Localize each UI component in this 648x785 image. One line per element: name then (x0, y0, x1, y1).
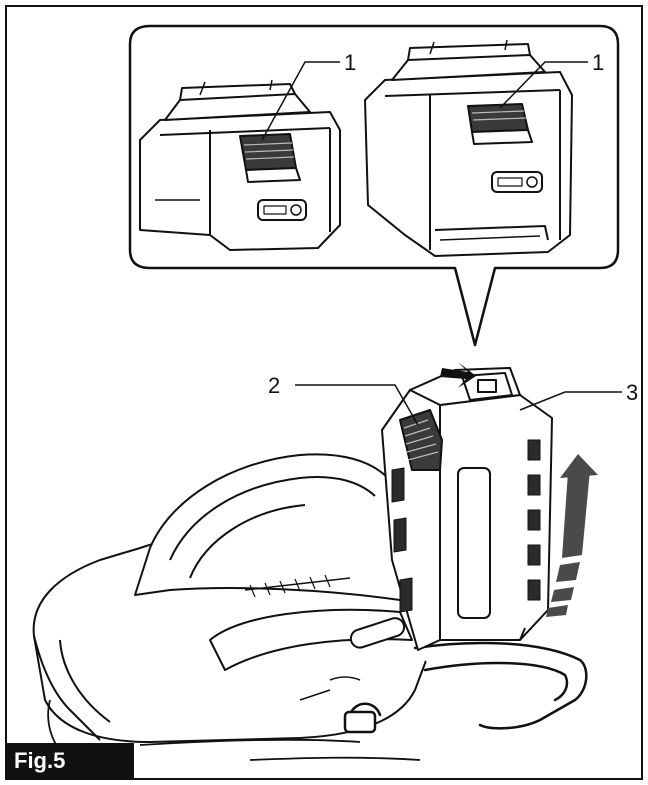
callout-2-release-button: 2 (268, 373, 281, 398)
callout-1-large-battery: 1 (592, 50, 605, 75)
handle-bar (343, 641, 588, 734)
tool-body (32, 453, 431, 743)
lift-arrow (546, 454, 598, 617)
battery-installed (381, 367, 553, 651)
battery-small (139, 79, 341, 251)
figure-label: Fig.5 (6, 743, 134, 779)
callout-1-small-battery: 1 (344, 50, 357, 75)
callout-3-battery: 3 (626, 380, 639, 405)
outer-border (5, 5, 643, 780)
leader-lines (261, 61, 622, 426)
push-arrow (440, 362, 476, 388)
battery-large (364, 39, 573, 257)
